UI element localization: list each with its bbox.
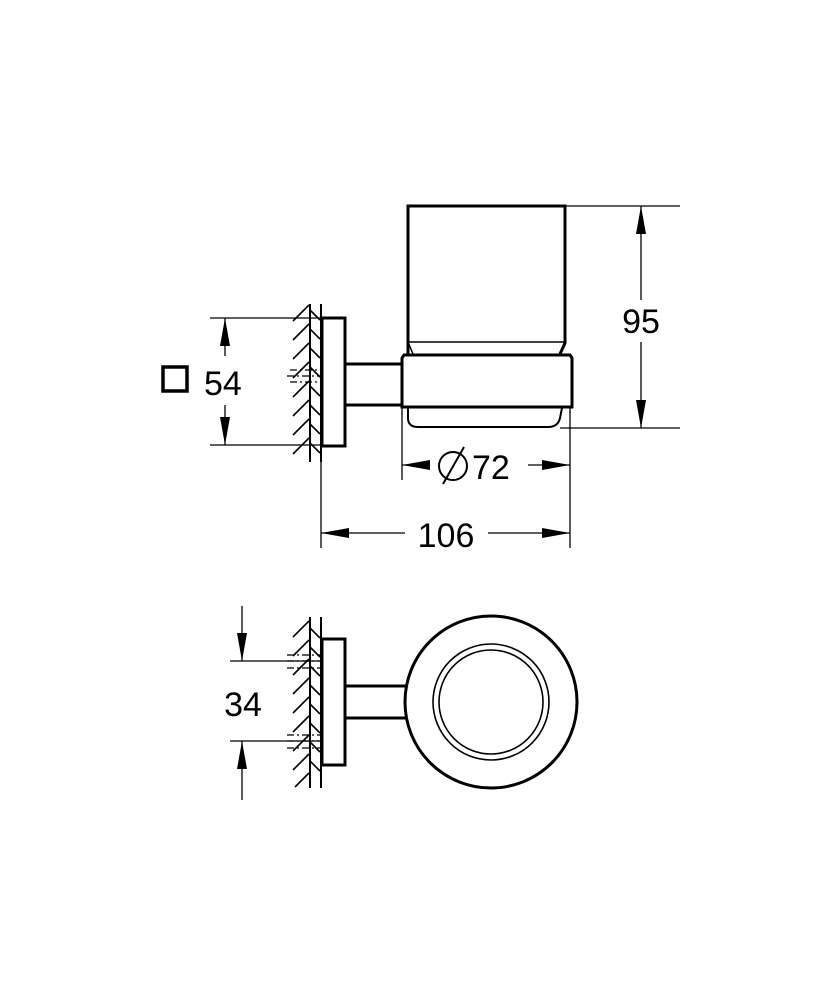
dimension-hole-spacing-label: 34: [224, 686, 262, 724]
dimension-hole-spacing: 34: [224, 606, 322, 800]
glass-cup-side: [406, 204, 567, 355]
wall-hatch-side: [287, 304, 322, 462]
wall-hatch-top: [287, 617, 322, 788]
holder-ring-top: [403, 614, 579, 790]
arm-side: [345, 362, 402, 407]
holder-ring-side: [400, 353, 574, 409]
diameter-symbol-icon: [438, 446, 468, 485]
side-view: [287, 204, 574, 462]
top-view: [287, 614, 579, 790]
arm-top: [345, 684, 406, 720]
dimension-projection-label: 106: [418, 517, 475, 555]
dimension-diameter-label: 72: [472, 449, 510, 487]
dimension-height-label: 95: [622, 303, 660, 341]
dimension-diameter: 72: [401, 408, 571, 548]
wall-plate-top: [320, 637, 347, 767]
dimension-height: 95: [560, 205, 680, 429]
wall-plate-side: [320, 316, 347, 448]
dimension-projection: 106: [320, 446, 570, 555]
dimension-plate-size: 54: [161, 317, 322, 446]
square-symbol-icon: [161, 365, 189, 393]
dimension-plate-size-label: 54: [204, 365, 242, 403]
glass-base-side: [407, 407, 563, 428]
